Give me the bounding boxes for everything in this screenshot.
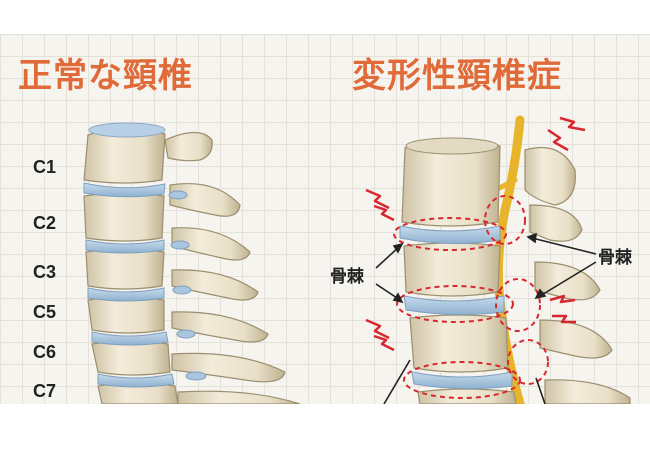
pointer-line-2 <box>535 377 546 404</box>
disc-d2 <box>403 295 505 316</box>
pointer-line-1 <box>383 359 411 404</box>
disc-c2-c3 <box>85 239 165 254</box>
facet-1 <box>168 190 188 200</box>
pain-bolt-5 <box>365 318 390 340</box>
arrow-right-down <box>539 261 597 297</box>
body-c2 <box>83 192 165 242</box>
process-c3 <box>171 227 251 261</box>
spur-highlight-4 <box>484 195 526 245</box>
disc-c3-c5 <box>87 287 165 302</box>
title-cervical-spondylosis: 変形性頸椎症 <box>352 56 562 96</box>
normal-spine <box>83 122 301 404</box>
pain-bolt-6 <box>373 334 395 352</box>
spur-highlight-3 <box>403 361 521 399</box>
arrowhead-right-up <box>526 232 537 244</box>
title-normal-cervical-spine: 正常な頸椎 <box>18 56 193 96</box>
annotation-bone-spur-left: 骨棘 <box>330 267 364 287</box>
label-c5: C5 <box>33 302 57 322</box>
arrowhead-left-up <box>392 242 404 254</box>
process-c1 <box>164 131 213 162</box>
disc-c6-c7 <box>97 373 175 388</box>
pain-bolt-4 <box>373 204 395 222</box>
spur-highlight-6 <box>507 339 549 385</box>
process-d1 <box>524 146 576 206</box>
arrowhead-left-down <box>392 292 404 304</box>
facet-2 <box>170 240 190 250</box>
process-d5 <box>544 379 631 404</box>
spur-highlight-2 <box>396 285 514 323</box>
body-c3 <box>85 248 165 290</box>
arrow-right-up <box>531 237 597 255</box>
pain-bolt-8 <box>552 314 576 324</box>
annotation-bone-spur-right: 骨棘 <box>598 248 632 268</box>
body-d4 <box>417 388 517 404</box>
process-c4 <box>171 269 259 301</box>
process-c5 <box>171 311 269 343</box>
disc-d3 <box>411 371 513 390</box>
top-surface <box>405 137 499 155</box>
process-d2 <box>529 204 583 242</box>
deformed-spine <box>365 115 631 404</box>
spur-highlight-5 <box>495 278 541 332</box>
arrowhead-right-down <box>534 288 547 300</box>
spur-highlight-1 <box>393 217 507 251</box>
facet-5 <box>185 371 207 381</box>
facet-4 <box>176 329 196 339</box>
label-c1: C1 <box>33 157 57 177</box>
disc-d1 <box>399 225 501 245</box>
label-c3: C3 <box>33 262 57 282</box>
body-c6 <box>91 340 171 376</box>
pain-bolt-7 <box>549 294 576 304</box>
label-c6: C6 <box>33 342 57 362</box>
disc-c1-c2 <box>83 182 166 198</box>
pain-bolt-3 <box>365 188 390 210</box>
process-d4 <box>539 319 613 359</box>
process-c7 <box>177 390 301 404</box>
body-d3 <box>409 314 509 373</box>
pain-bolt-1 <box>547 128 569 152</box>
body-c5 <box>87 296 165 334</box>
facet-3 <box>172 285 192 295</box>
disc-top <box>88 122 166 138</box>
process-d3 <box>534 261 601 301</box>
label-c7: C7 <box>33 381 57 401</box>
pain-bolt-2 <box>559 116 586 132</box>
disc-c5-c6 <box>91 331 169 346</box>
process-c2 <box>169 182 241 217</box>
label-c2: C2 <box>33 213 57 233</box>
